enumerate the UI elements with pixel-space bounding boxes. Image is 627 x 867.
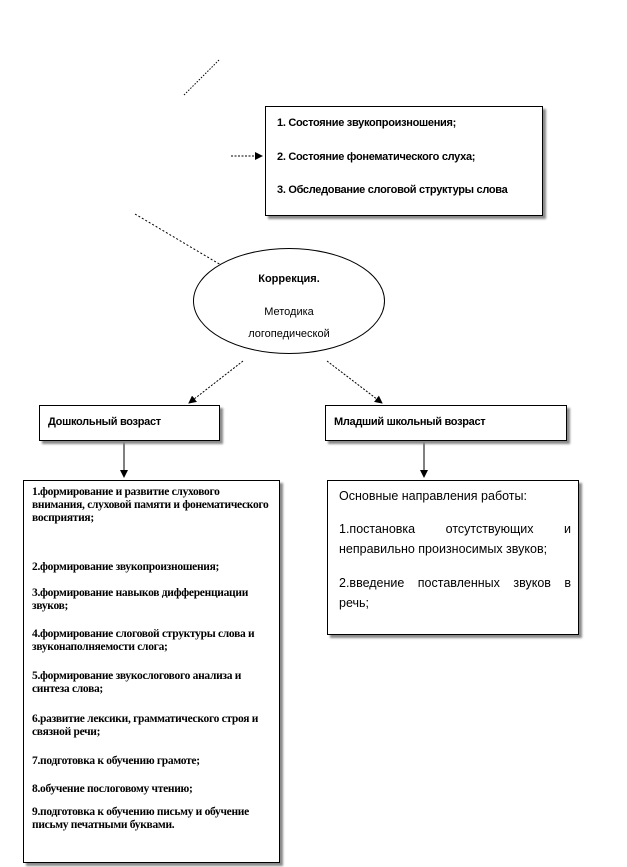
- method-line-2: логопедической: [248, 328, 330, 340]
- correction-title: Коррекция.: [258, 273, 320, 285]
- preschool-header-box: Дошкольный возраст: [39, 405, 220, 441]
- arrow-to-preschool: [188, 360, 244, 404]
- preschool-item: 4.формирование слоговой структуры слова …: [32, 628, 255, 653]
- school-header: Младший школьный возраст: [334, 416, 486, 428]
- speech-exam-box: 1. Состояние звукопроизношения; 2. Состо…: [265, 106, 543, 216]
- preschool-item: 1.формирование и развитие слухового вним…: [32, 486, 269, 524]
- school-intro: Основные направления работы:: [339, 489, 527, 503]
- dotted-line-top: [183, 59, 220, 96]
- method-line-1: Методика: [264, 306, 314, 318]
- preschool-item: 9.подготовка к обучению письму и обучени…: [32, 806, 249, 831]
- exam-item: 3. Обследование слоговой структуры слова: [277, 184, 508, 196]
- exam-item: 2. Состояние фонематического слуха;: [277, 151, 476, 163]
- school-item: 2.введение поставленных звуков в речь;: [339, 576, 571, 610]
- arrow-to-school: [326, 360, 383, 404]
- correction-ellipse: Коррекция. Методика логопедической: [193, 248, 385, 354]
- dotted-line-to-ellipse: [134, 213, 222, 266]
- preschool-item: 8.обучение послоговому чтению;: [32, 783, 193, 795]
- school-list-box: Основные направления работы: 1.постановк…: [327, 480, 579, 635]
- preschool-item: 3.формирование навыков дифференциации зв…: [32, 587, 249, 612]
- preschool-item: 6.развитие лексики, грамматического стро…: [32, 713, 259, 738]
- preschool-item: 7.подготовка к обучению грамоте;: [32, 755, 200, 767]
- preschool-item: 5.формирование звукослогового анализа и …: [32, 670, 242, 695]
- preschool-header: Дошкольный возраст: [48, 416, 161, 428]
- exam-item: 1. Состояние звукопроизношения;: [277, 117, 456, 129]
- preschool-list-box: 1.формирование и развитие слухового вним…: [23, 480, 280, 863]
- school-header-box: Младший школьный возраст: [325, 405, 567, 441]
- preschool-item: 2.формирование звукопроизношения;: [32, 561, 220, 573]
- school-item: 1.постановка отсутствующих и неправильно…: [339, 522, 571, 556]
